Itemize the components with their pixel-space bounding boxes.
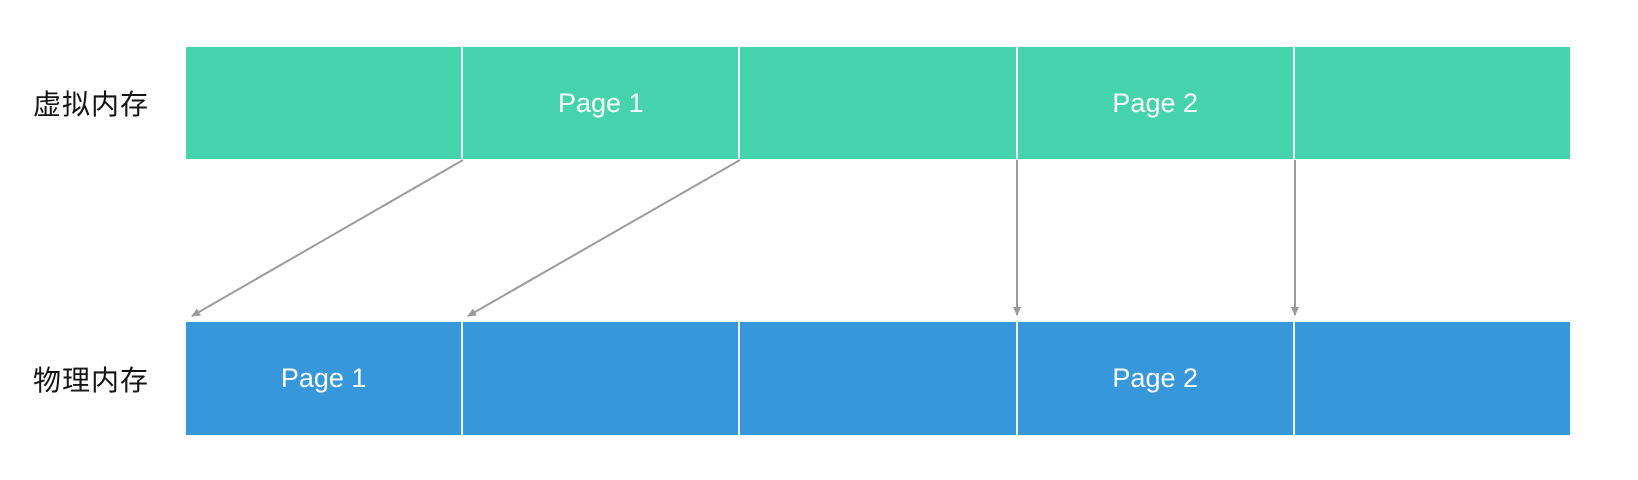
physical-memory-segment-2 [738, 322, 1015, 435]
virtual-memory-bar: Page 1 Page 2 [186, 47, 1570, 159]
segment-label: Page 2 [1112, 87, 1198, 118]
virtual-memory-segment-2 [738, 47, 1015, 159]
virtual-memory-segment-0 [186, 47, 461, 159]
segment-label: Page 2 [1112, 363, 1198, 393]
physical-memory-bar: Page 1 Page 2 [186, 322, 1570, 435]
mapping-arrow [191, 159, 464, 317]
physical-memory-segment-page2: Page 2 [1015, 322, 1293, 435]
segment-label: Page 1 [280, 363, 367, 393]
physical-memory-segment-4 [1292, 322, 1570, 435]
virtual-memory-label: 虚拟内存 [33, 89, 150, 120]
virtual-memory-segment-page1: Page 1 [461, 47, 738, 159]
physical-memory-segment-1 [461, 322, 738, 435]
mapping-arrow [467, 159, 741, 317]
physical-memory-segment-page1: Page 1 [186, 322, 461, 435]
physical-memory-label: 物理内存 [33, 364, 150, 396]
virtual-memory-segment-4 [1292, 47, 1570, 159]
segment-label: Page 1 [558, 87, 644, 118]
virtual-memory-segment-page2: Page 2 [1015, 47, 1293, 159]
